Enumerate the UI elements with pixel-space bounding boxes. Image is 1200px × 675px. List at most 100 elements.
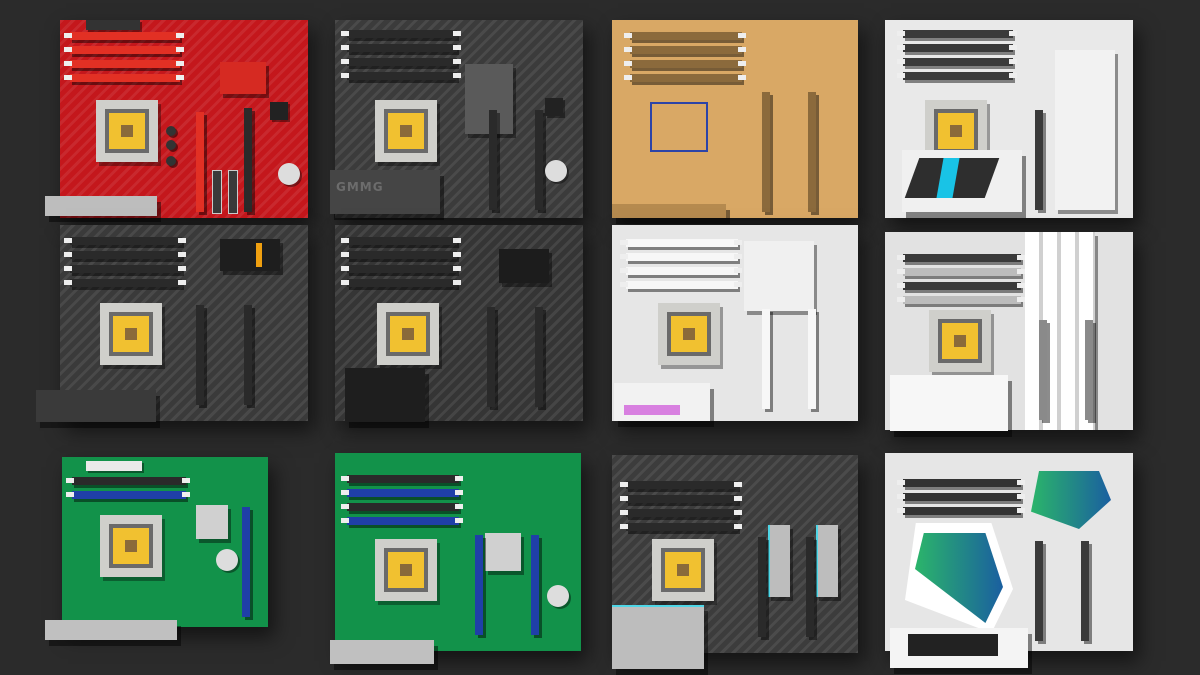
io-shield (345, 368, 425, 422)
ram-slot (620, 267, 742, 275)
io-shield (45, 196, 157, 216)
ram-slot (341, 30, 461, 38)
ram-slot (341, 72, 461, 80)
ram-slot (341, 44, 461, 52)
cpu-socket (96, 100, 158, 162)
pcie-slot (535, 110, 543, 210)
chipset-heatsink (196, 505, 228, 539)
ram-slot (620, 481, 742, 489)
ram-slot (341, 58, 461, 66)
ram-slot (66, 491, 190, 499)
io-shield (614, 383, 710, 421)
io-shield (612, 605, 704, 669)
io-shield (36, 390, 156, 422)
pcie-slot (487, 307, 495, 407)
power-connector (86, 461, 142, 471)
ram-slot (897, 493, 1025, 501)
ram-slot (66, 477, 190, 485)
pcie-slot (1035, 110, 1043, 210)
cmos-battery (216, 549, 238, 571)
logo-text: GMMG (336, 180, 384, 194)
cpu-socket (377, 303, 439, 365)
ram-slot (64, 237, 186, 245)
pcie-slot (808, 92, 816, 212)
gradient-cover-small (1031, 471, 1111, 529)
orange-accent (256, 243, 262, 267)
ram-slot (897, 254, 1025, 262)
cpu-socket (100, 303, 162, 365)
ram-slot (64, 60, 184, 68)
ram-slot (897, 72, 1017, 80)
pcie-slot (1081, 541, 1089, 641)
chip (545, 98, 563, 116)
pcie-slot (1035, 541, 1043, 641)
ram-slot (620, 253, 742, 261)
chip (270, 102, 288, 120)
io-shield (890, 628, 1028, 668)
cpu-socket (375, 539, 437, 601)
ram-slot (341, 251, 461, 259)
ram-slot (620, 281, 742, 289)
cpu-socket (929, 310, 991, 372)
chipset-heatsink (220, 62, 266, 94)
pcie-slot (1085, 320, 1093, 420)
ram-slot (620, 523, 742, 531)
fin-heatsink (1025, 232, 1095, 430)
pcie-slot (196, 305, 204, 405)
ram-slot (64, 46, 184, 54)
cmos-battery (545, 160, 567, 182)
ram-slot (341, 265, 461, 273)
io-shield (612, 204, 726, 218)
ram-slot (341, 475, 463, 483)
ram-slot (624, 74, 746, 82)
motherboard-green-blue-small (62, 457, 268, 627)
motherboard-white-fins (885, 232, 1133, 430)
chipset-heatsink (1055, 50, 1115, 210)
cpu-socket (652, 539, 714, 601)
cpu-socket (375, 100, 437, 162)
ram-slot (64, 265, 186, 273)
ram-slot (897, 507, 1025, 515)
pcie-slot (196, 112, 204, 212)
ram-slot (341, 489, 463, 497)
ram-slot (897, 30, 1017, 38)
ram-slot (64, 251, 186, 259)
io-shield (45, 620, 177, 640)
motherboard-black-orange (60, 225, 308, 421)
io-shield (902, 150, 1022, 212)
ram-slot (64, 74, 184, 82)
pcie-slot (242, 507, 250, 617)
teal-heatsink (816, 525, 838, 597)
ram-slot (897, 296, 1025, 304)
pcie-slot (244, 108, 252, 212)
motherboard-dark-gray (335, 20, 583, 218)
pcie-slot (489, 110, 497, 210)
logo-badge (908, 634, 998, 656)
cpu-socket (100, 515, 162, 577)
ram-slot (624, 60, 746, 68)
cmos-battery (278, 163, 300, 185)
ram-slot (620, 509, 742, 517)
pcie-slot (762, 309, 770, 409)
pcie-slot (244, 305, 252, 405)
motherboard-white-gradient (885, 453, 1133, 651)
ram-slot (341, 517, 463, 525)
cpu-socket (658, 303, 720, 365)
teal-heatsink (768, 525, 790, 597)
ram-slot (341, 279, 461, 287)
header (228, 170, 238, 214)
cpu-socket-sketch (650, 102, 708, 152)
motherboard-green-blue (335, 453, 581, 651)
ram-slot (64, 279, 186, 287)
chipset-heatsink (744, 241, 814, 311)
ram-slot (620, 239, 742, 247)
ram-slot (624, 46, 746, 54)
motherboard-cardboard (612, 20, 858, 218)
cmos-battery (547, 585, 569, 607)
ram-slot (897, 58, 1017, 66)
chipset-heatsink (220, 239, 280, 271)
ram-slot (620, 495, 742, 503)
chipset-heatsink (499, 249, 549, 283)
pcie-slot (758, 537, 766, 637)
power-connector (86, 20, 140, 30)
